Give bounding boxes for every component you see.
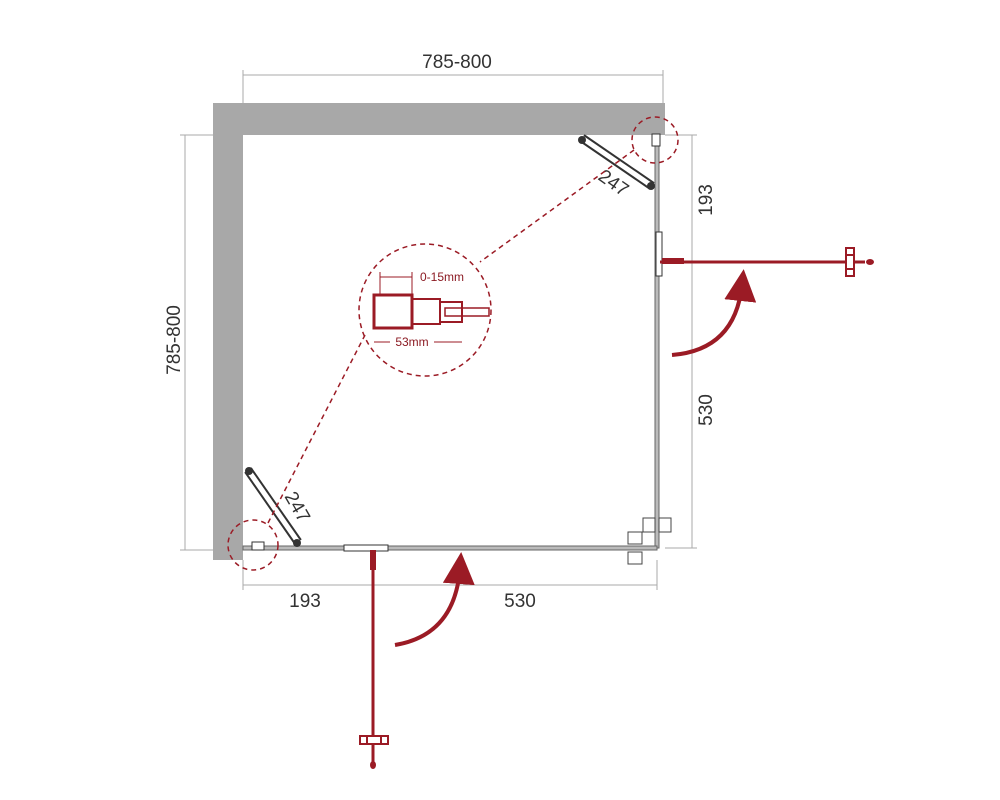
profile-width-label: 53mm (395, 335, 428, 349)
side-wall (213, 103, 243, 560)
detail-callouts (227, 116, 679, 571)
right-upper-label: 193 (696, 184, 717, 216)
left-depth-label: 785-800 (164, 305, 185, 375)
door-handle (359, 735, 389, 745)
right-fixed-panel (654, 134, 660, 549)
label-bg (390, 334, 434, 348)
right-door-swing-arrow (671, 269, 757, 357)
bottom-right-label: 530 (504, 591, 536, 612)
bottom-left-label: 193 (289, 591, 321, 612)
front-fixed-panel (242, 545, 658, 551)
right-lower-label: 530 (696, 394, 717, 426)
corner-fittings (627, 517, 672, 565)
hinge-arm-bottom (244, 467, 302, 551)
top-width-label: 785-800 (422, 52, 492, 73)
back-wall (213, 103, 665, 135)
adjustment-label: 0-15mm (420, 270, 464, 284)
door-handle (845, 247, 855, 277)
front-door-swing-arrow (394, 552, 475, 647)
profile-detail (372, 272, 490, 343)
dimension-lines (180, 70, 697, 590)
front-door (343, 544, 389, 769)
walls (213, 103, 665, 560)
right-door (655, 231, 874, 277)
